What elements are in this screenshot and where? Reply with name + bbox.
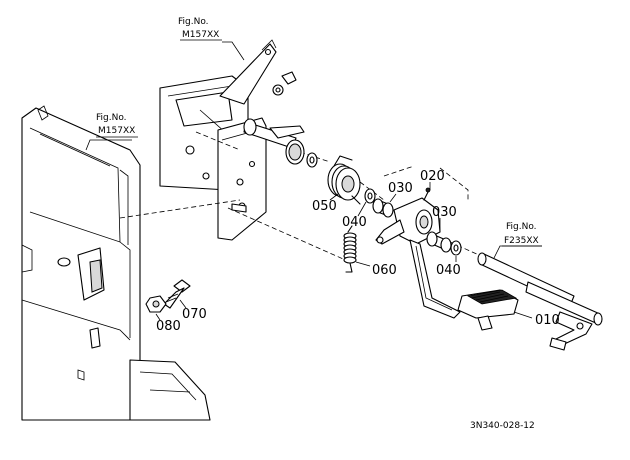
group-bracket-020 [383, 165, 469, 200]
cross-shaft [477, 252, 603, 351]
leader-080 [155, 313, 161, 321]
center-line-4 [359, 181, 385, 201]
leader-040a [357, 201, 367, 217]
mounting-bracket [159, 39, 305, 241]
part-label-070: 070 [182, 307, 207, 322]
figure-ref-top-line2: M157XX [182, 30, 219, 40]
part-label-030b: 030 [432, 205, 457, 220]
center-line-2 [227, 207, 351, 263]
drawing-code: 3N340-028-12 [470, 421, 535, 431]
part-label-010: 010 [535, 313, 560, 328]
leader-ref-left [85, 139, 132, 151]
bolt-070 [163, 279, 191, 309]
leader-050 [329, 193, 339, 201]
figure-ref-left-line1: Fig.No. [96, 113, 127, 123]
leader-030a [389, 193, 397, 203]
figure-ref-right-line1: Fig.No. [506, 222, 537, 232]
figure-ref-top: Fig.No. M157XX [178, 17, 222, 41]
figure-ref-right: Fig.No. F235XX [502, 222, 542, 247]
part-label-020: 020 [420, 169, 445, 184]
part-label-080: 080 [156, 319, 181, 334]
pivot-bearing [285, 139, 318, 168]
extension-spring-060 [343, 225, 357, 273]
washer-040-right [450, 240, 462, 256]
part-label-040b: 040 [436, 263, 461, 278]
figure-ref-top-line1: Fig.No. [178, 17, 209, 27]
bushing-030-left [372, 198, 394, 218]
body-panel [21, 105, 211, 421]
figure-ref-left-line2: M157XX [98, 126, 135, 136]
leader-070 [179, 299, 187, 309]
leader-ref-right [493, 245, 542, 259]
torsion-spring-050 [327, 155, 361, 205]
part-label-030a: 030 [388, 181, 413, 196]
part-label-040a: 040 [342, 215, 367, 230]
center-line-1 [119, 199, 241, 219]
leader-010 [513, 311, 533, 319]
bushing-030-right [426, 231, 452, 253]
part-label-060: 060 [372, 263, 397, 278]
washer-040-left [364, 188, 376, 204]
pedal-arm-020 [375, 187, 519, 331]
center-line-3 [299, 151, 331, 163]
leader-060 [355, 261, 371, 267]
figure-ref-right-line2: F235XX [504, 236, 539, 246]
nut-080 [145, 295, 167, 313]
figure-ref-left: Fig.No. M157XX [96, 113, 138, 138]
leader-ref-top [222, 41, 245, 61]
part-label-050: 050 [312, 199, 337, 214]
